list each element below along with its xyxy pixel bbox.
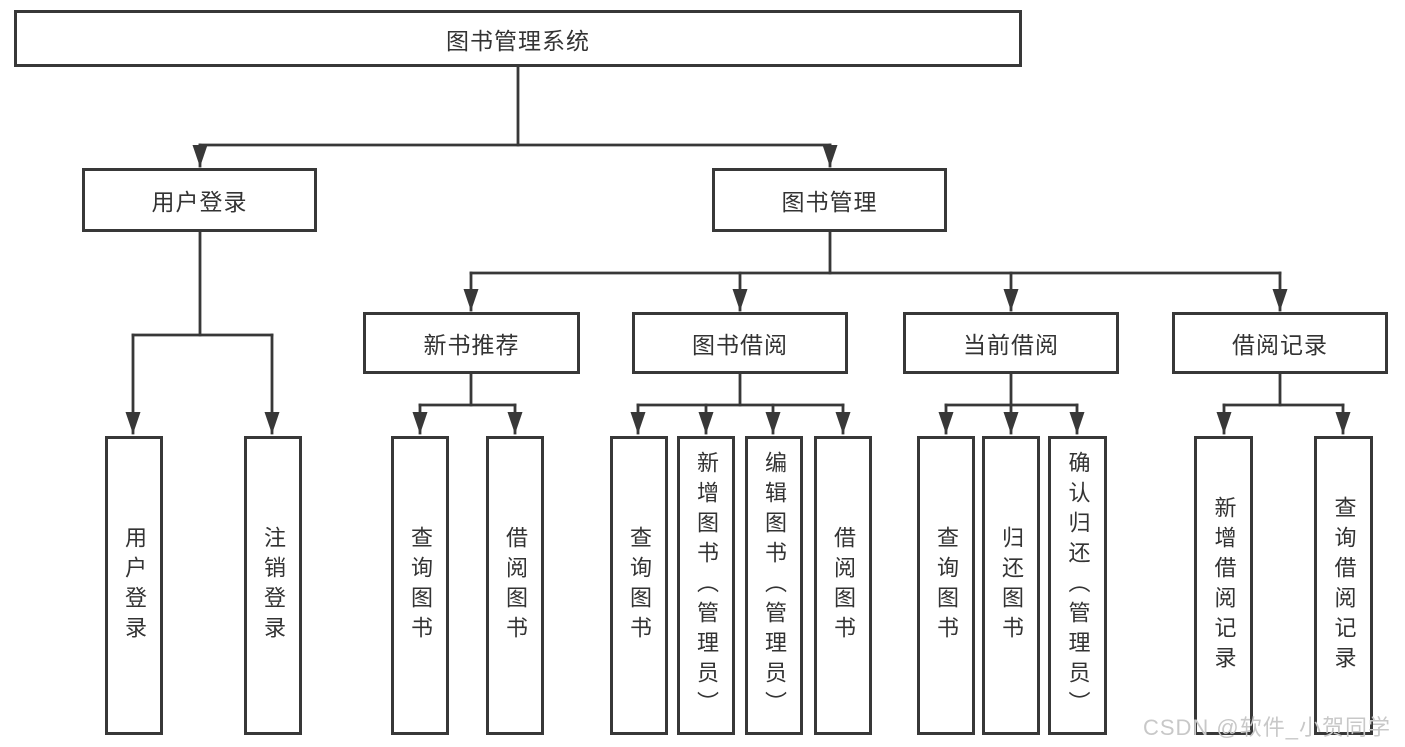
- leaf-query-books-current: 查询图书: [917, 436, 975, 735]
- leaf-query-books-current-label: 查询图书: [934, 525, 959, 646]
- connector-book-management-branch: [463, 230, 1288, 312]
- leaf-query-borrow-record: 查询借阅记录: [1314, 436, 1373, 735]
- leaf-query-borrow-record-label: 查询借阅记录: [1331, 495, 1357, 676]
- connector-current-borrow-branch: [938, 372, 1085, 435]
- leaf-add-book-admin: 新增图书（管理员）: [677, 436, 735, 735]
- node-root: 图书管理系统: [14, 10, 1022, 67]
- leaf-borrow-books-borrow-label: 借阅图书: [831, 525, 856, 646]
- leaf-edit-book-admin: 编辑图书（管理员）: [745, 436, 803, 735]
- leaf-user-login-label: 用户登录: [122, 525, 147, 646]
- connector-user-login-branch: [125, 230, 280, 435]
- connector-root-to-level2: [192, 65, 838, 168]
- connector-borrow-records-branch: [1216, 372, 1351, 435]
- leaf-user-login: 用户登录: [105, 436, 163, 735]
- leaf-borrow-books-borrow: 借阅图书: [814, 436, 872, 735]
- leaf-logout: 注销登录: [244, 436, 302, 735]
- node-current-borrow: 当前借阅: [903, 312, 1119, 374]
- leaf-add-borrow-record-label: 新增借阅记录: [1211, 495, 1237, 676]
- node-user-login: 用户登录: [82, 168, 317, 232]
- leaf-logout-label: 注销登录: [261, 525, 286, 646]
- leaf-borrow-books-recommend-label: 借阅图书: [503, 525, 528, 646]
- leaf-query-books-borrow-label: 查询图书: [627, 525, 652, 646]
- node-book-borrow-label: 图书借阅: [692, 332, 788, 358]
- leaf-confirm-return-admin: 确认归还（管理员）: [1048, 436, 1107, 735]
- leaf-add-borrow-record: 新增借阅记录: [1194, 436, 1253, 735]
- leaf-query-books-recommend: 查询图书: [391, 436, 449, 735]
- node-book-borrow: 图书借阅: [632, 312, 848, 374]
- leaf-return-book-label: 归还图书: [999, 525, 1024, 646]
- node-borrow-records: 借阅记录: [1172, 312, 1388, 374]
- node-borrow-records-label: 借阅记录: [1232, 332, 1328, 358]
- node-book-management: 图书管理: [712, 168, 947, 232]
- node-user-login-label: 用户登录: [151, 189, 248, 215]
- connector-book-borrow-branch: [630, 372, 851, 435]
- leaf-confirm-return-admin-label: 确认归还（管理员）: [1065, 450, 1091, 721]
- leaf-edit-book-admin-label: 编辑图书（管理员）: [762, 450, 787, 721]
- leaf-query-books-recommend-label: 查询图书: [408, 525, 433, 646]
- leaf-borrow-books-recommend: 借阅图书: [486, 436, 544, 735]
- leaf-query-books-borrow: 查询图书: [610, 436, 668, 735]
- node-new-book-recommend-label: 新书推荐: [423, 332, 520, 358]
- node-book-management-label: 图书管理: [781, 189, 878, 215]
- node-new-book-recommend: 新书推荐: [363, 312, 580, 374]
- connector-new-book-branch: [412, 372, 523, 435]
- csdn-watermark: CSDN @软件_小贺同学: [1142, 715, 1391, 740]
- leaf-add-book-admin-label: 新增图书（管理员）: [694, 450, 719, 721]
- node-current-borrow-label: 当前借阅: [963, 332, 1059, 358]
- leaf-return-book: 归还图书: [982, 436, 1040, 735]
- node-root-label: 图书管理系统: [446, 27, 590, 54]
